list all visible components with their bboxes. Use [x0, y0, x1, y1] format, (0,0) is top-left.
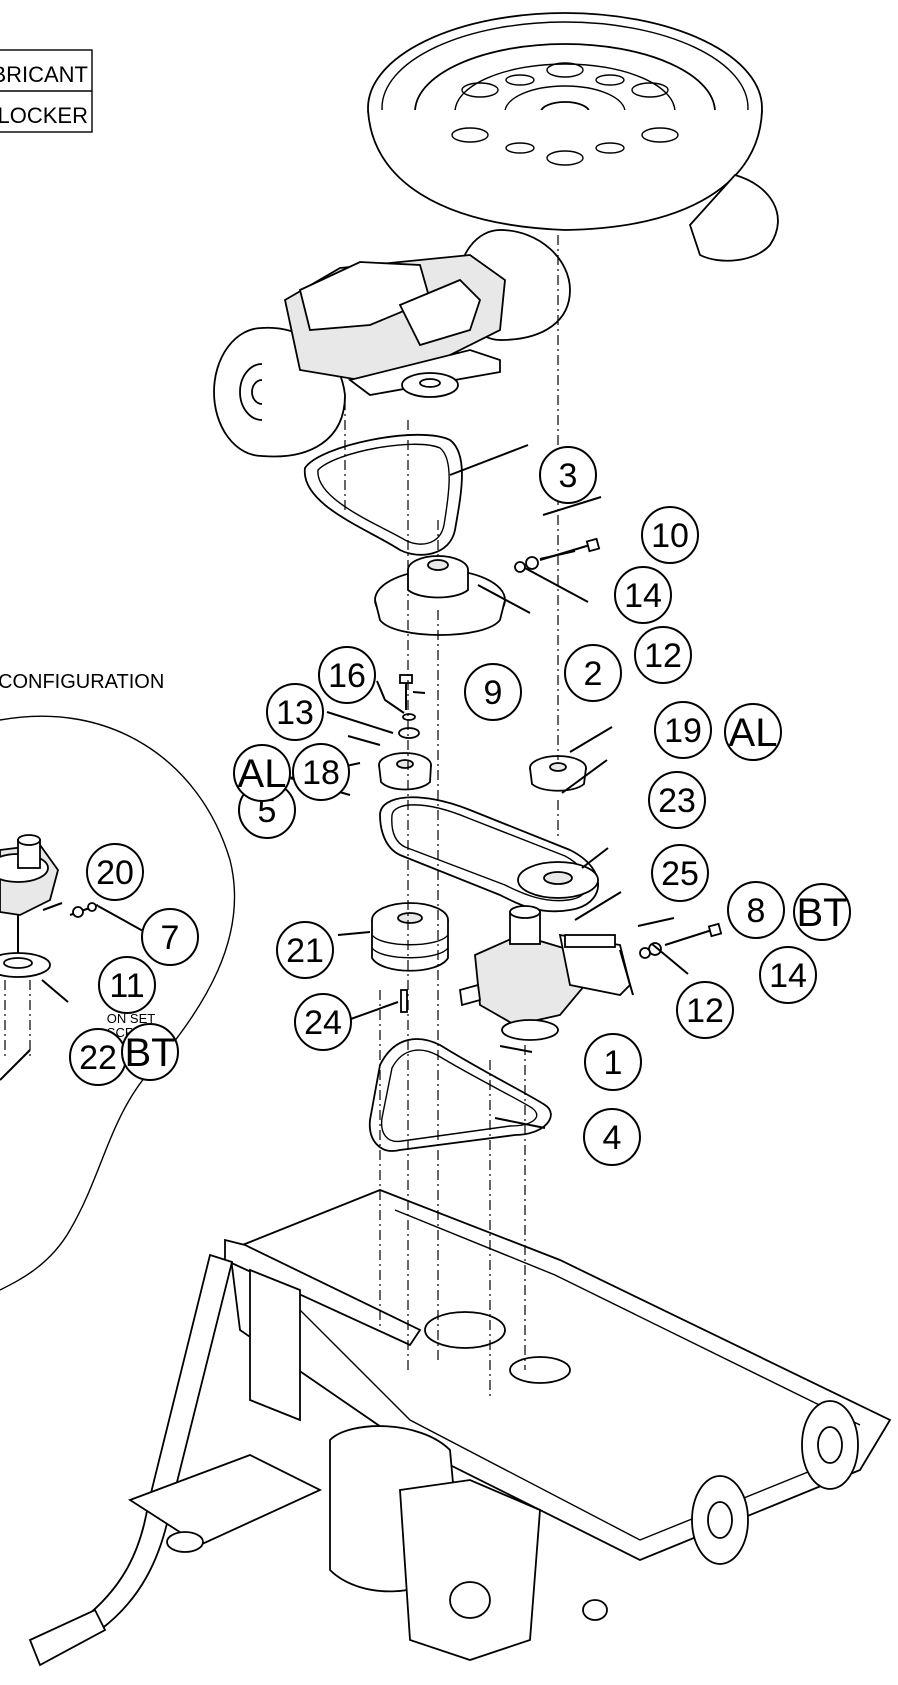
callout-3-label: 3: [559, 457, 578, 495]
callout-20-label: 20: [96, 854, 134, 892]
callout-4: 4: [583, 1108, 641, 1166]
callout-10: 10: [641, 506, 699, 564]
callout-22-label: 22: [79, 1039, 117, 1077]
hub-18-drawing: [378, 752, 432, 791]
callout-25-label: 25: [661, 855, 699, 893]
bolt-9-washers-drawing: [398, 674, 420, 739]
callout-16-label: 16: [328, 657, 366, 695]
code-bt-8-label: BT: [796, 891, 847, 935]
callout-11: 11: [98, 956, 156, 1014]
callout-8-label: 8: [747, 892, 766, 930]
callout-1: 1: [584, 1033, 642, 1091]
inset-pump-drawing: [0, 834, 59, 1081]
callout-16: 16: [318, 646, 376, 704]
callout-22: 22: [69, 1028, 127, 1086]
pad-slots: [451, 62, 679, 166]
callout-14a-label: 14: [624, 577, 662, 615]
callout-13: 13: [266, 683, 324, 741]
callout-7: 7: [141, 908, 199, 966]
callout-8: 8: [727, 881, 785, 939]
callout-23-label: 23: [658, 782, 696, 820]
legend-line1: BRICANT: [0, 62, 88, 87]
callout-18-label: 18: [302, 754, 340, 792]
transaxle-assembly-drawing: [213, 229, 571, 458]
callout-23: 23: [648, 771, 706, 829]
code-bt-8: BT: [793, 883, 851, 941]
callout-24-label: 24: [304, 1004, 342, 1042]
hub-19-drawing: [529, 755, 587, 792]
callout-11-label: 11: [109, 967, 144, 1005]
bolt-8-washers-drawing: [639, 922, 723, 959]
callout-14b-label: 14: [769, 957, 807, 995]
code-al-18: AL: [233, 744, 291, 802]
belt-3-inner-drawing: [317, 443, 450, 545]
callout-19: 19: [654, 701, 712, 759]
belt-4-inner-drawing: [380, 1049, 538, 1143]
callout-1-label: 1: [604, 1044, 623, 1082]
callout-24: 24: [294, 993, 352, 1051]
legend-line2: LOCKER: [0, 103, 88, 128]
callout-14a: 14: [614, 566, 672, 624]
callout-12b: 12: [676, 981, 734, 1039]
code-bt-22-label: BT: [124, 1031, 175, 1075]
callout-9: 9: [464, 663, 522, 721]
callout-12b-label: 12: [686, 992, 724, 1030]
inset-configuration: CONFIGURATION ON SET SCREW: [0, 671, 236, 1291]
callout-2-label: 2: [584, 655, 603, 693]
bolt-10-washers-drawing: [514, 537, 601, 573]
legend-box: BRICANT LOCKER: [0, 49, 93, 133]
code-al-18-label: AL: [238, 752, 287, 796]
code-al-19: AL: [724, 703, 782, 761]
callout-25: 25: [651, 844, 709, 902]
callout-18: 18: [292, 743, 350, 801]
callout-21: 21: [276, 921, 334, 979]
belt-3-drawing: [304, 433, 463, 556]
pump-1-drawing: [459, 905, 587, 1041]
pulley-21-drawing: [371, 902, 449, 972]
callout-21-label: 21: [286, 932, 324, 970]
pulley-2-drawing: [374, 555, 506, 636]
belt-4-drawing: [368, 1038, 552, 1152]
callout-2: 2: [564, 644, 622, 702]
callout-19-label: 19: [664, 712, 702, 750]
callout-3: 3: [539, 446, 597, 504]
code-bt-22: BT: [121, 1023, 179, 1081]
callout-12a-label: 12: [644, 637, 682, 675]
inset-screw-washer: [69, 902, 99, 918]
inset-title: CONFIGURATION: [0, 671, 164, 693]
callout-20: 20: [86, 843, 144, 901]
key-24-drawing: [400, 989, 408, 1013]
belt-5-23-drawing: [379, 796, 599, 913]
set-screw-note-line1: ON SET: [107, 1011, 155, 1026]
code-al-19-label: AL: [729, 711, 778, 755]
callout-4-label: 4: [603, 1119, 622, 1157]
top-pad-assembly-drawing: [367, 12, 779, 262]
callout-12a: 12: [634, 626, 692, 684]
callout-14b: 14: [759, 946, 817, 1004]
callout-13-label: 13: [276, 694, 314, 732]
callout-7-label: 7: [161, 919, 180, 957]
callout-9-label: 9: [484, 674, 503, 712]
bracket-25-drawing: [558, 933, 631, 996]
callout-10-label: 10: [651, 517, 689, 555]
frame-chassis-drawing: [28, 1189, 892, 1667]
